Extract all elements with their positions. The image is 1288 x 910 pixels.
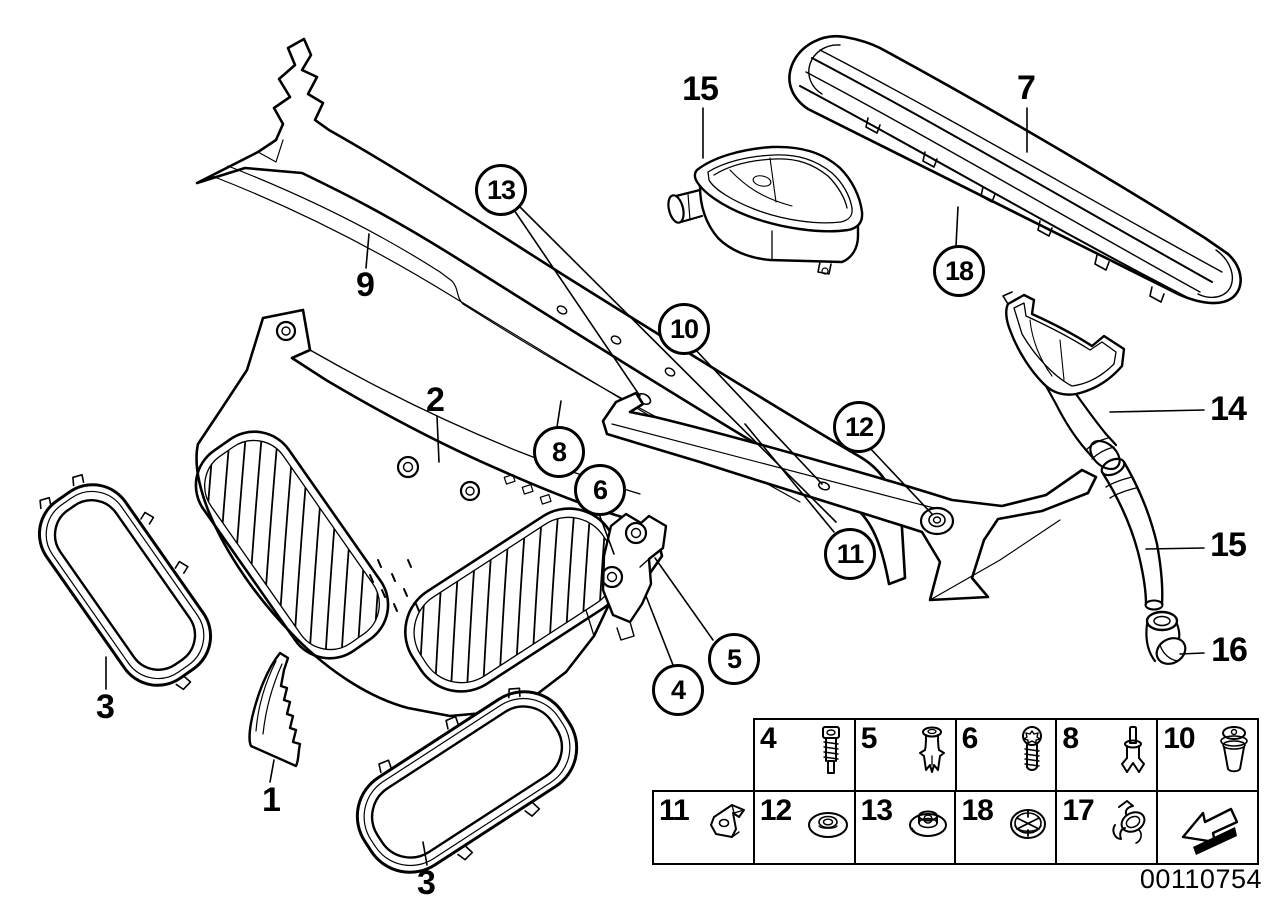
legend-cell-5[interactable]: 5 xyxy=(853,720,955,790)
legend-cell-more[interactable] xyxy=(1156,792,1257,863)
callout-3-left[interactable]: 3 xyxy=(96,688,115,726)
callout-circle-5[interactable]: 5 xyxy=(708,633,760,685)
part-3-left-frame xyxy=(37,473,213,691)
legend-cell-6[interactable]: 6 xyxy=(954,720,1056,790)
cup-grommet-icon xyxy=(1010,809,1047,839)
part-15-drain-funnel-left xyxy=(667,145,864,275)
fastener-legend-row-2: 11 12 13 xyxy=(652,790,1259,865)
washer-grommet-icon xyxy=(807,812,848,838)
speed-clip-icon xyxy=(709,804,745,838)
part-16-grommet xyxy=(1145,610,1187,665)
callout-9[interactable]: 9 xyxy=(356,266,375,304)
torx-screw-icon xyxy=(1022,726,1043,771)
continuation-arrow-icon xyxy=(1181,807,1239,855)
part-15-drain-hose xyxy=(1100,457,1164,611)
part-1-trim-strip xyxy=(248,651,302,768)
callout-7[interactable]: 7 xyxy=(1017,69,1036,107)
legend-cell-4[interactable]: 4 xyxy=(755,720,854,790)
callout-2[interactable]: 2 xyxy=(426,381,445,419)
diagram-number: 00110754 xyxy=(1139,864,1262,894)
callout-circle-6[interactable]: 6 xyxy=(574,464,626,516)
plug-grommet-icon xyxy=(1220,726,1248,773)
callout-15-right[interactable]: 15 xyxy=(1210,526,1247,564)
legend-cell-13[interactable]: 13 xyxy=(853,792,955,863)
part-3-bottom-frame xyxy=(355,687,579,874)
mounting-bracket xyxy=(600,512,668,641)
leader-lines xyxy=(105,107,1205,866)
callout-16[interactable]: 16 xyxy=(1211,631,1248,669)
callout-3-bottom[interactable]: 3 xyxy=(417,864,436,902)
blind-rivet-icon xyxy=(1121,725,1146,773)
callout-15-top[interactable]: 15 xyxy=(682,70,719,108)
legend-cell-8[interactable]: 8 xyxy=(1055,720,1156,790)
part-14-drain-funnel-right xyxy=(1002,291,1126,471)
machine-screw-icon xyxy=(821,726,840,774)
part-7-cowl-grille xyxy=(788,34,1242,305)
callout-circle-8[interactable]: 8 xyxy=(533,426,585,478)
callout-circle-4[interactable]: 4 xyxy=(652,664,704,716)
callout-circle-18[interactable]: 18 xyxy=(933,245,985,297)
fastener-legend-row-1: 4 5 6 8 xyxy=(753,718,1259,792)
callout-circle-10[interactable]: 10 xyxy=(658,303,710,355)
legend-cell-18[interactable]: 18 xyxy=(954,792,1055,863)
legend-cell-10[interactable]: 10 xyxy=(1156,720,1257,790)
legend-cell-17[interactable]: 17 xyxy=(1055,792,1156,863)
legend-cell-11[interactable]: 11 xyxy=(654,792,753,863)
callout-1[interactable]: 1 xyxy=(262,781,281,819)
callout-circle-11[interactable]: 11 xyxy=(824,528,876,580)
legend-cell-12[interactable]: 12 xyxy=(752,792,854,863)
grommet-nut-icon xyxy=(909,810,948,837)
callout-circle-12[interactable]: 12 xyxy=(833,401,885,453)
callout-circle-13[interactable]: 13 xyxy=(475,164,527,216)
callout-14[interactable]: 14 xyxy=(1210,390,1247,428)
hose-clamp-icon xyxy=(1112,800,1146,844)
expansion-rivet-icon xyxy=(918,726,945,773)
